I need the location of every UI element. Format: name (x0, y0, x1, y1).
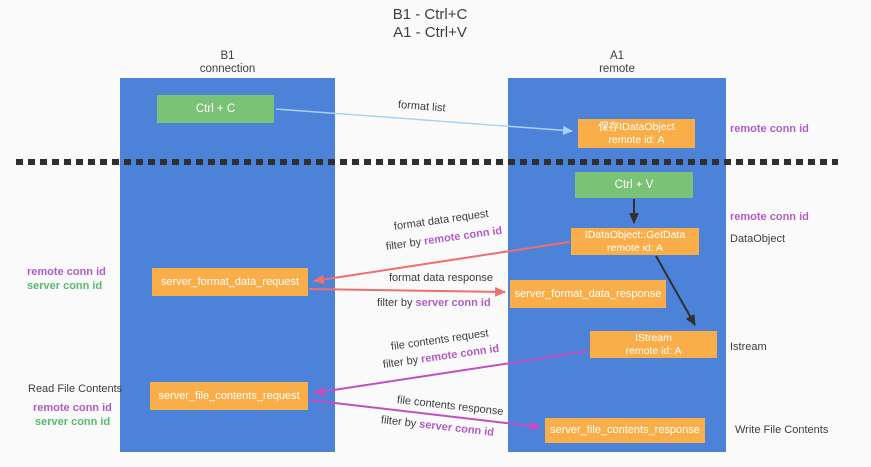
box-save-idataobject-line1: 保存IDataObject (598, 121, 675, 133)
box-idataobject-getdata-line2: remote id: A (606, 241, 664, 254)
box-save-idataobject: 保存IDataObject remote id: A (578, 119, 695, 148)
label-format-data-response: format data response (389, 272, 493, 284)
side-label-remote-conn-id-left-2: remote conn id (33, 402, 112, 414)
filter-by-text: filter by (377, 297, 413, 309)
remote-conn-id-text: remote conn id (423, 224, 504, 248)
box-ctrl-c: Ctrl + C (157, 95, 274, 123)
box-idataobject-getdata: IDataObject::GetData remote id: A (571, 228, 699, 255)
side-label-istream: Istream (730, 341, 767, 353)
side-label-write-file-contents: Write File Contents (735, 424, 829, 436)
side-label-server-conn-id-left-2: server conn id (35, 416, 111, 428)
lifeline-a1-name: A1 (609, 50, 625, 62)
diagram-title: B1 - Ctrl+C A1 - Ctrl+V (0, 6, 860, 42)
side-label-dataobject: DataObject (730, 233, 786, 245)
box-istream-line1: IStream (635, 332, 672, 344)
box-server-format-data-request: server_format_data_request (152, 268, 308, 296)
label-file-contents-response: file contents response (396, 394, 505, 419)
box-server-file-contents-response: server_file_contents_response (545, 418, 705, 443)
side-label-server-conn-id-left-1: server conn id (27, 280, 103, 292)
box-server-file-contents-response-label: server_file_contents_response (550, 424, 700, 436)
side-label-remote-conn-id-right-2: remote conn id (730, 211, 809, 223)
box-istream-line2: remote id: A (625, 344, 682, 357)
filter-by-text: filter by (380, 414, 417, 430)
box-istream: IStream remote id: A (590, 331, 717, 358)
title-line-1: B1 - Ctrl+C (392, 6, 468, 23)
lifeline-b1-role: connection (199, 63, 256, 75)
lifeline-a1-role: remote (599, 63, 635, 75)
filter-by-text: filter by (382, 354, 419, 371)
box-server-format-data-response-label: server_format_data_response (514, 287, 662, 300)
box-ctrl-v: Ctrl + V (575, 172, 693, 198)
label-format-list: format list (397, 99, 446, 115)
box-ctrl-c-label: Ctrl + C (195, 102, 236, 115)
server-conn-id-text: server conn id (415, 297, 491, 309)
side-label-remote-conn-id-right-1: remote conn id (730, 123, 809, 135)
box-server-format-data-response: server_format_data_response (510, 280, 666, 308)
filter-by-text: filter by (385, 236, 422, 253)
lifeline-header-a1: A1 remote (508, 50, 726, 76)
title-line-2: A1 - Ctrl+V (393, 24, 467, 41)
server-conn-id-text: server conn id (418, 418, 495, 439)
arrow-format-data-response (308, 286, 507, 297)
box-save-idataobject-line2: remote id: A (608, 133, 665, 146)
phase-divider-dashed-line (16, 159, 838, 165)
box-server-format-data-request-label: server_format_data_request (160, 275, 300, 288)
box-server-file-contents-request-label: server_file_contents_request (158, 389, 300, 402)
lifeline-b1-name: B1 (220, 50, 235, 62)
box-ctrl-v-label: Ctrl + V (614, 178, 654, 191)
side-label-remote-conn-id-left-1: remote conn id (27, 266, 106, 278)
box-idataobject-getdata-line1: IDataObject::GetData (584, 229, 686, 241)
lifeline-header-b1: B1 connection (120, 50, 335, 76)
side-label-read-file-contents: Read File Contents (28, 383, 123, 395)
box-server-file-contents-request: server_file_contents_request (150, 382, 308, 410)
